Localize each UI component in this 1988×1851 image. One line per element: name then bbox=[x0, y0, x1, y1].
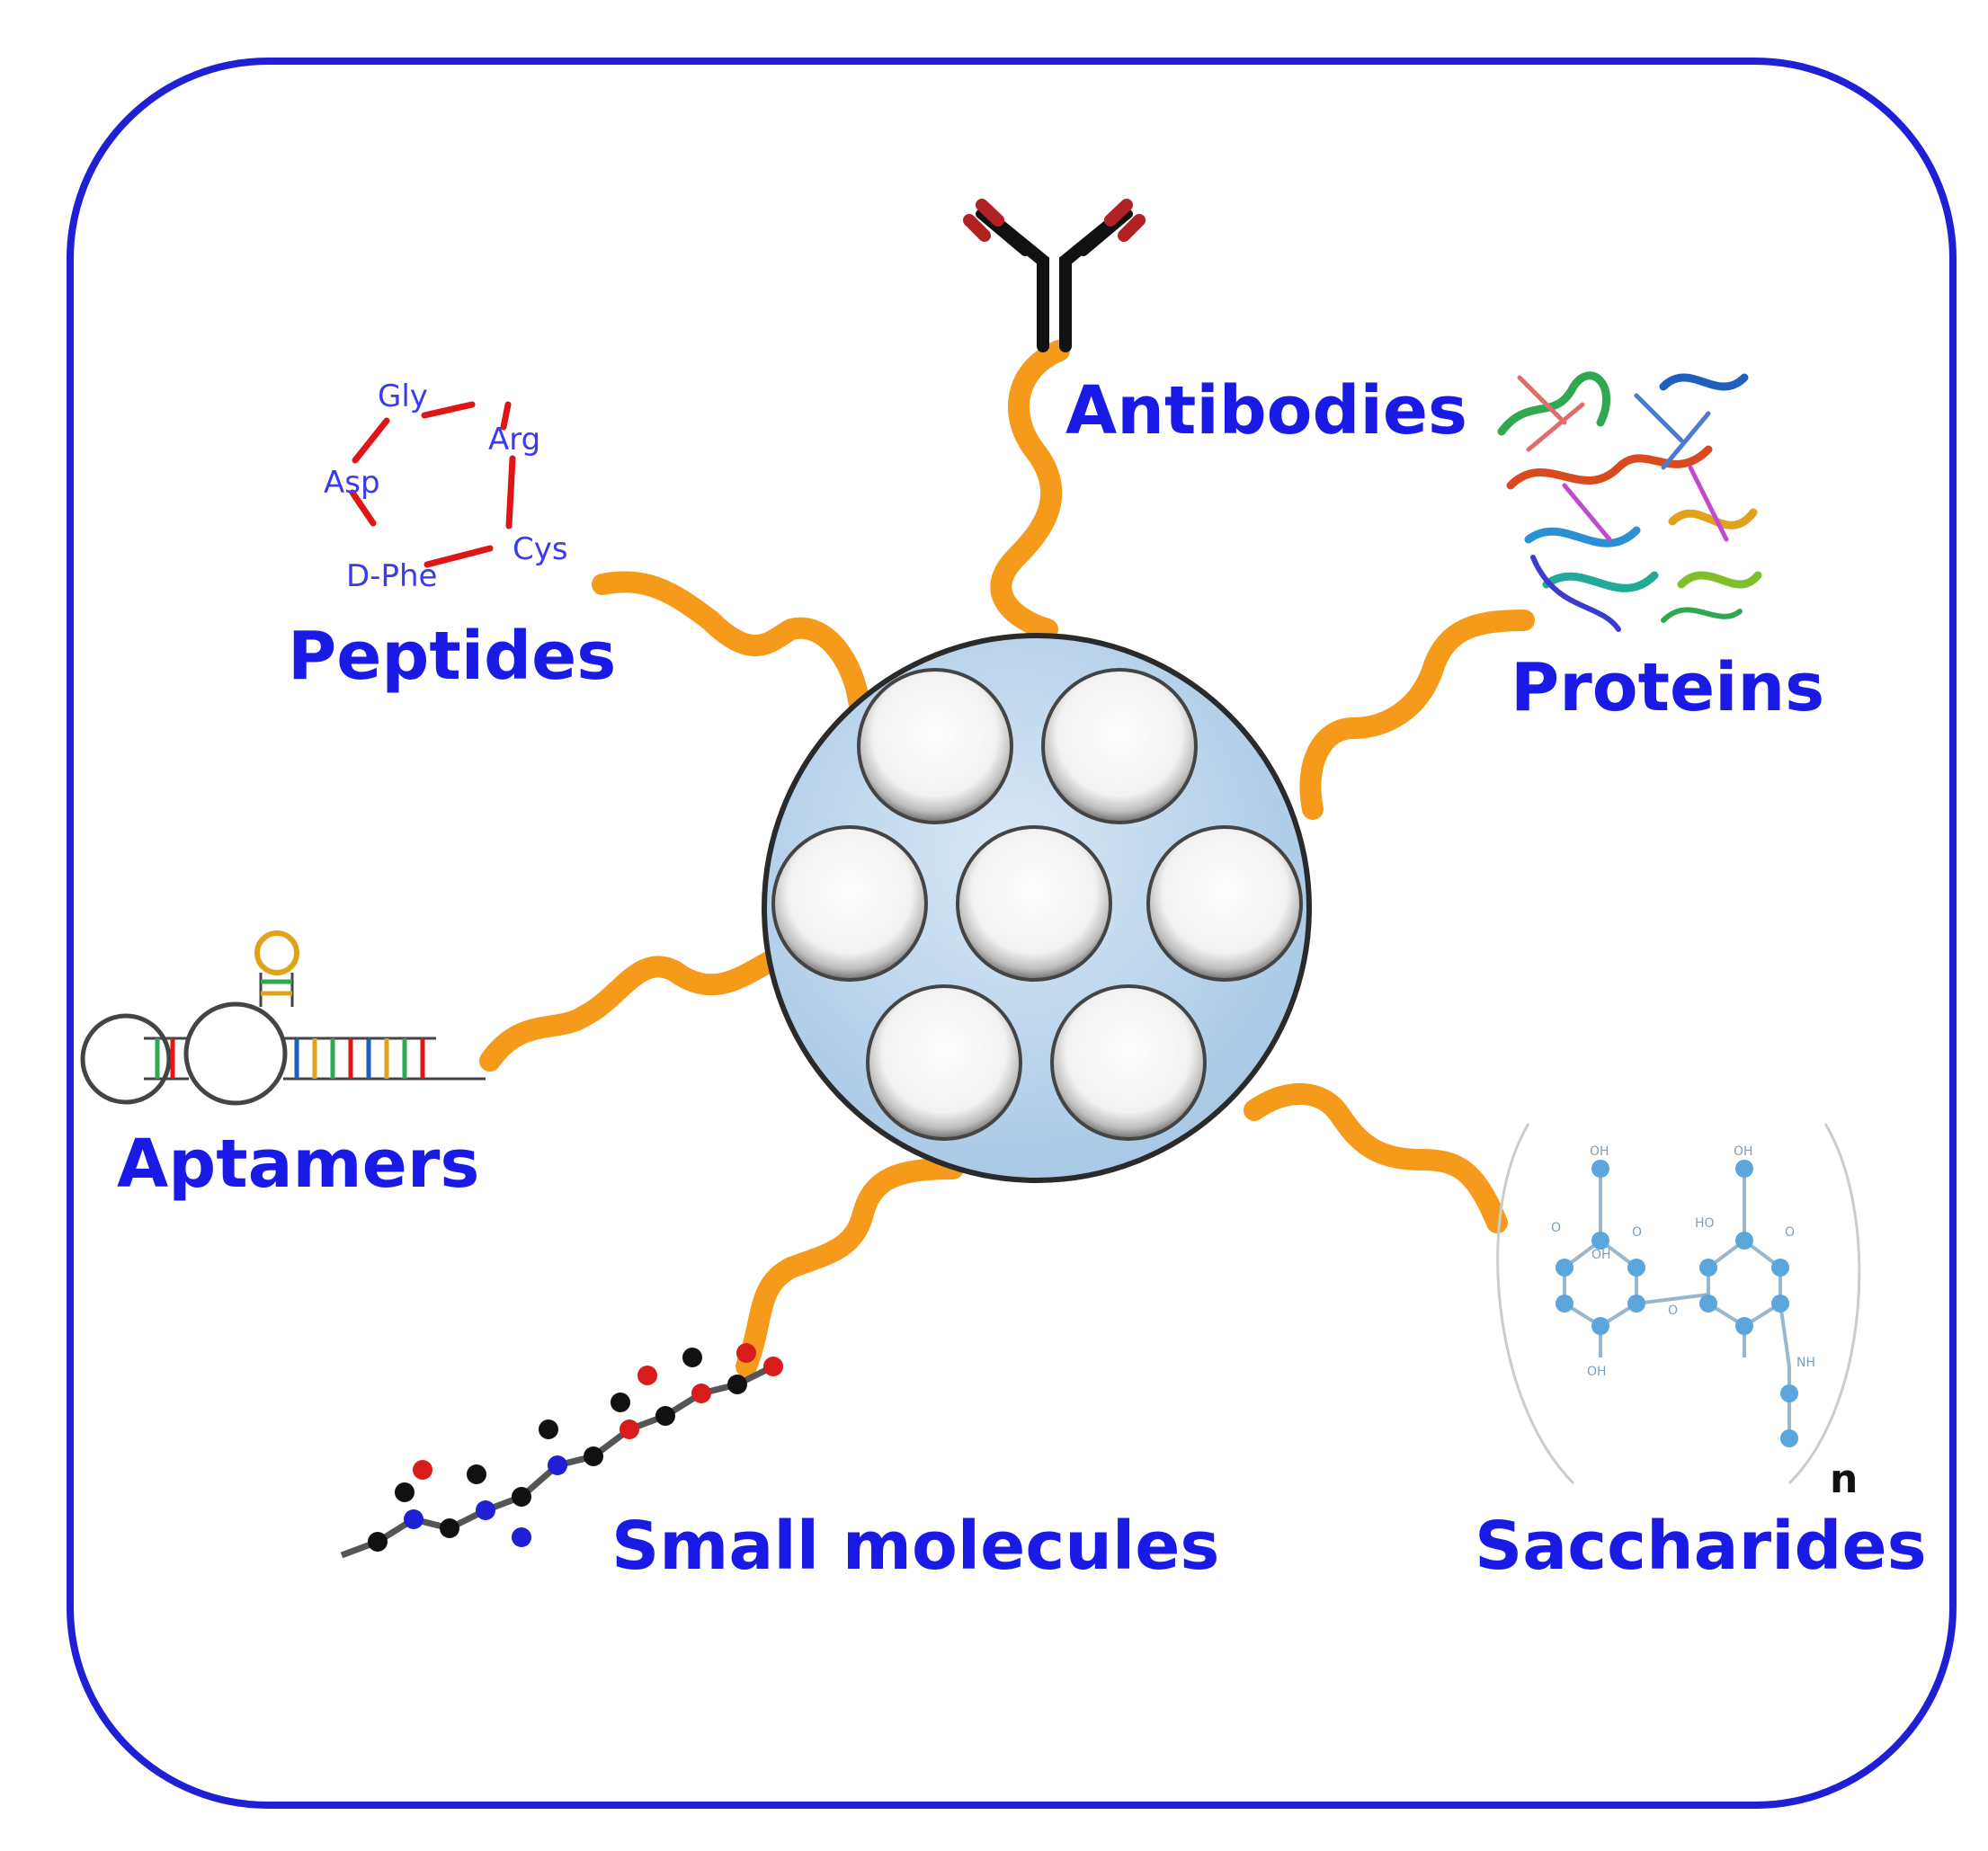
pore bbox=[1050, 984, 1207, 1141]
label-antibodies: Antibodies bbox=[1065, 372, 1467, 449]
protein-structure-icon bbox=[1497, 371, 1762, 632]
saccharide-oh-2: OH bbox=[1734, 1144, 1753, 1159]
saccharide-ho: HO bbox=[1695, 1216, 1715, 1231]
aptamer-icon bbox=[80, 930, 486, 1106]
peptide-cys: Cys bbox=[513, 531, 568, 567]
saccharide-o-2: O bbox=[1632, 1225, 1642, 1240]
linker-saccharides bbox=[1244, 1082, 1508, 1233]
saccharide-oh-1: OH bbox=[1590, 1144, 1609, 1159]
pore bbox=[1146, 825, 1303, 982]
peptide-dphe: D-Phe bbox=[346, 558, 437, 594]
saccharide-structure-icon: OH OH OH HO O O O O OH NH n bbox=[1496, 1123, 1861, 1502]
antibody-icon bbox=[963, 199, 1146, 352]
pore bbox=[771, 825, 928, 982]
saccharide-o-4: O bbox=[1668, 1304, 1678, 1318]
mesoporous-particle bbox=[762, 633, 1312, 1183]
linker-antibodies bbox=[990, 340, 1070, 640]
label-saccharides: Saccharides bbox=[1475, 1508, 1927, 1585]
label-aptamers: Aptamers bbox=[117, 1126, 479, 1203]
label-peptides: Peptides bbox=[288, 618, 616, 695]
peptide-ring-icon: Gly Arg Asp Cys D-Phe bbox=[324, 378, 568, 594]
peptide-arg: Arg bbox=[488, 422, 540, 458]
pore bbox=[857, 668, 1013, 824]
pore bbox=[866, 984, 1022, 1141]
label-proteins: Proteins bbox=[1511, 649, 1824, 726]
saccharide-o-1: O bbox=[1551, 1221, 1561, 1235]
peptide-asp: Asp bbox=[324, 465, 380, 501]
saccharide-o-3: O bbox=[1785, 1225, 1795, 1240]
pore bbox=[1041, 668, 1198, 824]
frame-border bbox=[67, 58, 1957, 1809]
label-small-molecules: Small molecules bbox=[611, 1508, 1219, 1585]
saccharide-nh: NH bbox=[1796, 1356, 1815, 1370]
linker-aptamers bbox=[479, 951, 780, 1072]
linker-peptides bbox=[592, 571, 869, 712]
linker-small-molecules bbox=[735, 1158, 964, 1377]
pore bbox=[956, 825, 1112, 982]
saccharide-oh-4: OH bbox=[1587, 1365, 1607, 1379]
saccharide-repeat-n: n bbox=[1830, 1456, 1858, 1502]
peptide-gly: Gly bbox=[378, 378, 428, 414]
linker-proteins bbox=[1299, 610, 1535, 820]
linkers bbox=[479, 340, 1535, 1377]
small-molecule-icon bbox=[340, 1343, 783, 1559]
saccharide-oh-3: OH bbox=[1591, 1248, 1611, 1262]
